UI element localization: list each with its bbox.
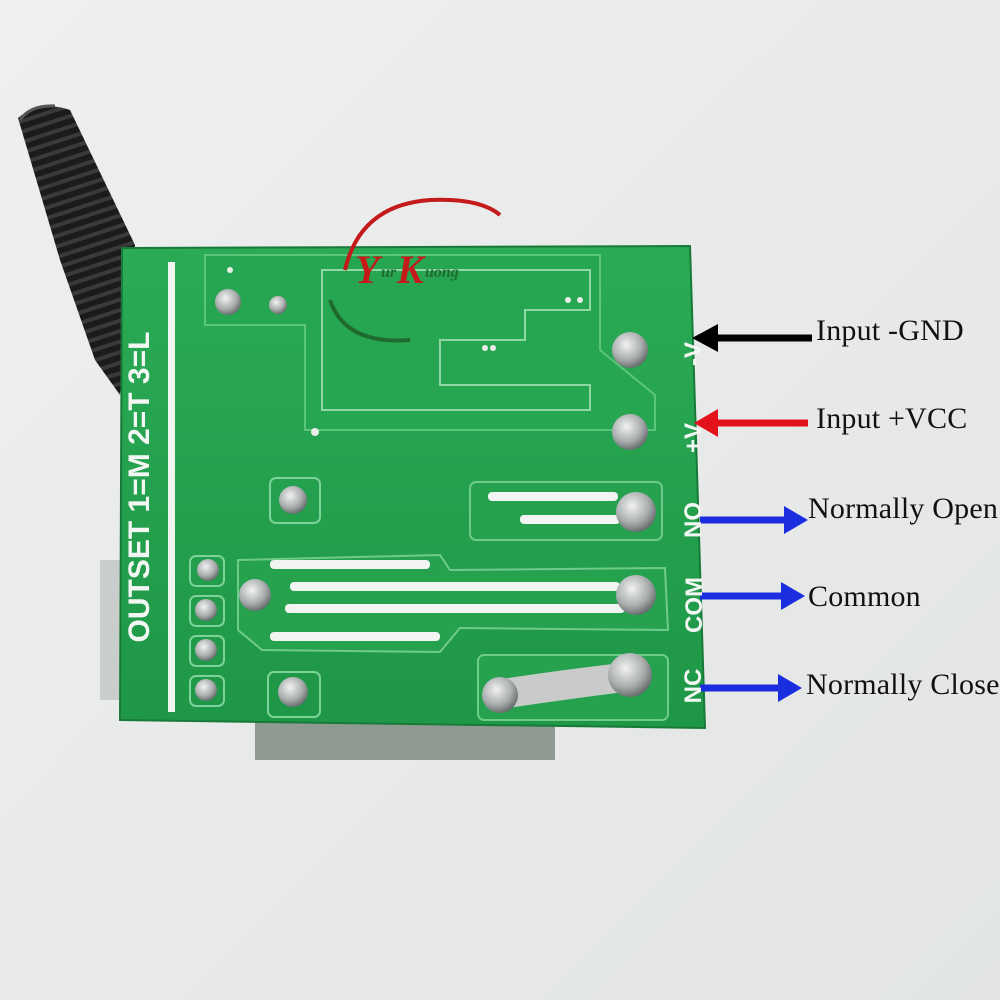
logo: Y ur K uong bbox=[355, 246, 495, 296]
relay-underside bbox=[255, 720, 555, 760]
terminal-label-plus-v: +V bbox=[680, 422, 707, 454]
arrow-vcc bbox=[694, 409, 808, 437]
pcb-board bbox=[118, 244, 707, 730]
logo-swoosh bbox=[328, 197, 502, 343]
callout-normally-open: Normally Open bbox=[808, 492, 999, 525]
arrow-com bbox=[700, 582, 805, 610]
com-pad-area bbox=[237, 553, 670, 654]
copper-pour-top bbox=[204, 254, 656, 431]
callout-common: Common bbox=[808, 580, 921, 613]
terminal-label-no: NO bbox=[680, 502, 707, 538]
arrow-no bbox=[700, 506, 808, 534]
trace-top bbox=[321, 269, 591, 411]
board-side-edge bbox=[100, 560, 122, 700]
outset-label: OUTSET 1=M 2=T 3=L bbox=[123, 331, 156, 643]
arrow-nc bbox=[700, 674, 802, 702]
callout-input-vcc: Input +VCC bbox=[816, 402, 968, 435]
arrow-gnd bbox=[692, 324, 812, 352]
terminal-label-minus-v: -V bbox=[680, 342, 707, 366]
logo-letter-k: K bbox=[397, 247, 424, 292]
callout-input-gnd: Input -GND bbox=[816, 314, 964, 347]
callout-normally-close: Normally Close bbox=[806, 668, 1000, 701]
terminal-label-nc: NC bbox=[680, 668, 707, 704]
logo-text-uong: uong bbox=[425, 264, 459, 281]
header-pads bbox=[189, 477, 321, 718]
solder-joints bbox=[195, 267, 656, 713]
antenna-coil bbox=[18, 104, 135, 395]
silkscreen-divider bbox=[168, 262, 175, 712]
logo-text-ur: ur bbox=[381, 264, 397, 281]
terminal-label-com: COM bbox=[681, 577, 708, 633]
logo-letter-y: Y bbox=[355, 247, 380, 292]
